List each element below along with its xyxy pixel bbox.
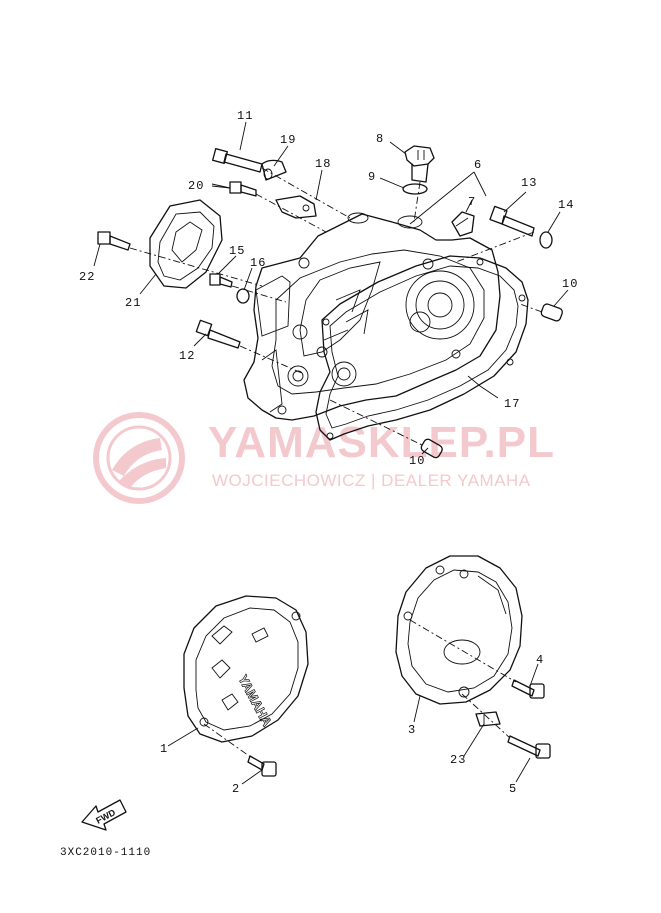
dowel-pin-upper [540, 303, 563, 322]
callout-2: 2 [232, 782, 240, 796]
bolt-2 [247, 755, 277, 777]
screw-20 [229, 181, 257, 197]
bolt-12 [195, 319, 241, 349]
callout-5: 5 [509, 782, 517, 796]
callout-10-upper: 10 [562, 277, 578, 291]
leader-lines [93, 121, 569, 785]
callout-16: 16 [250, 256, 266, 270]
callout-21: 21 [125, 296, 141, 310]
diagram-code: 3XC2010-1110 [60, 847, 151, 859]
bolt-4 [511, 679, 545, 699]
callout-15: 15 [229, 244, 245, 258]
callout-labels: 11 19 18 8 9 6 7 20 22 21 15 16 12 13 14… [79, 109, 578, 796]
watermark-title: YAMASKLEP.PL [208, 418, 555, 467]
bolt-5 [507, 735, 551, 759]
callout-19: 19 [280, 133, 296, 147]
crankcase-cover-right [243, 212, 501, 421]
plug-cap [451, 211, 475, 237]
callout-4: 4 [536, 653, 544, 667]
callout-7: 7 [468, 195, 476, 209]
fwd-arrow-icon: FWD [81, 799, 127, 831]
callout-10-lower: 10 [409, 454, 425, 468]
callout-20: 20 [188, 179, 204, 193]
oil-filler-plug [404, 145, 435, 183]
callout-8: 8 [376, 132, 384, 146]
bracket-18 [275, 195, 317, 219]
cover-gasket [315, 255, 529, 441]
generator-cover [395, 555, 523, 705]
dowel-pin-lower [420, 438, 443, 459]
bolt-11 [212, 148, 263, 173]
screw-15 [209, 273, 233, 288]
cover-engraving: YAMAHA [235, 672, 275, 729]
callout-23: 23 [450, 753, 466, 767]
o-ring [402, 183, 428, 195]
callout-12: 12 [179, 349, 195, 363]
watermark-subtitle: WOJCIECHOWICZ | DEALER YAMAHA [212, 471, 531, 490]
clamp-23 [475, 711, 501, 727]
bolt-13 [489, 205, 535, 237]
case-cover-21 [149, 199, 223, 289]
callout-9: 9 [368, 170, 376, 184]
callout-3: 3 [408, 723, 416, 737]
washer-16 [236, 288, 250, 304]
callout-14: 14 [558, 198, 574, 212]
alignment-line-1 [203, 723, 253, 759]
crankcase-cover-left: YAMAHA [183, 595, 309, 743]
watermark-logo [93, 412, 185, 504]
callout-11: 11 [237, 109, 253, 123]
screw-22 [97, 231, 131, 251]
alignment-lines-upper [129, 167, 543, 447]
alignment-lines-lower [409, 619, 517, 739]
callout-18: 18 [315, 157, 331, 171]
callout-1: 1 [160, 742, 168, 756]
callout-6: 6 [474, 158, 482, 172]
callout-17: 17 [504, 397, 520, 411]
washer-14 [539, 231, 553, 249]
watermark: YAMASKLEP.PL WOJCIECHOWICZ | DEALER YAMA… [93, 412, 555, 504]
callout-22: 22 [79, 270, 95, 284]
callout-13: 13 [521, 176, 537, 190]
